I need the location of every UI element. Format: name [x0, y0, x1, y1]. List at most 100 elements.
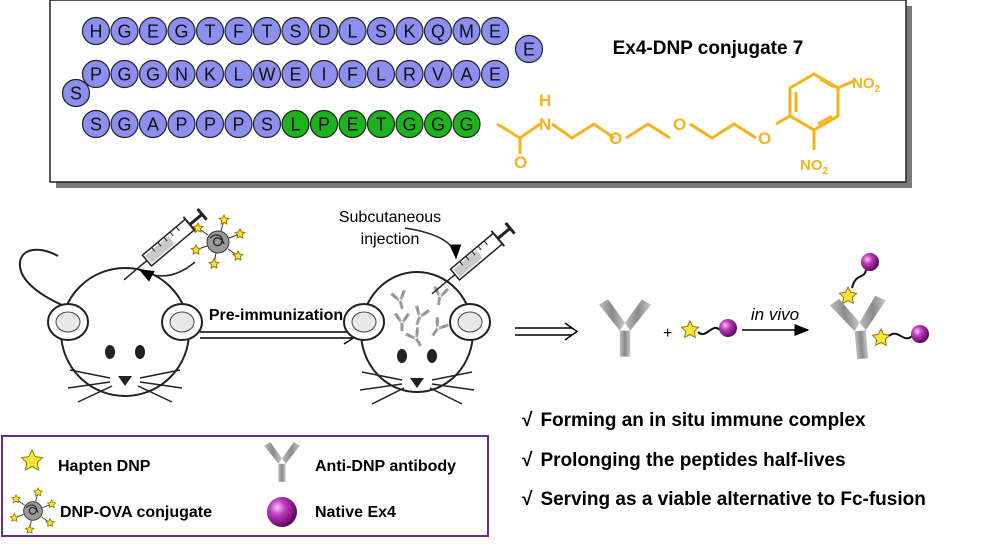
residue-letter: G [431, 115, 445, 135]
injection-label-line-2: injection [361, 231, 420, 248]
syringe-icon-2 [431, 221, 516, 295]
residue-bead: G [110, 59, 139, 89]
plus-sign: + [663, 325, 672, 342]
ether-oxygen-2: O [673, 115, 686, 134]
residue-letter: L [376, 65, 386, 85]
residue-letter: G [174, 22, 188, 42]
residue-letter: V [432, 65, 444, 85]
residue-letter: T [262, 22, 273, 42]
residue-letter: N [175, 65, 188, 85]
legend-label-native-ex4: Native Ex4 [315, 504, 396, 521]
residue-bead: L [224, 59, 253, 89]
residue-bead-turn: E [514, 34, 544, 64]
bullet-3: √Serving as a viable alternative to Fc-f… [522, 489, 926, 510]
residue-bead: D [309, 16, 339, 46]
antibody-icon-free [599, 299, 651, 357]
legend-label-dnp-ova: DNP-OVA conjugate [60, 504, 212, 521]
immune-complex-icon [829, 253, 929, 360]
amide-nitrogen: N [539, 115, 551, 134]
residue-letter: S [289, 22, 301, 42]
residue-bead: P [309, 109, 339, 139]
star-icon [20, 448, 44, 471]
residue-letter: G [146, 65, 160, 85]
residue-bead-turn: S [61, 78, 91, 108]
residue-bead: H [81, 16, 111, 46]
injection-arrow [404, 227, 462, 260]
dnp-linker-structure [496, 72, 857, 154]
residue-bead: G [452, 109, 481, 139]
ether-oxygen-1: O [609, 129, 622, 148]
residue-letter: G [402, 115, 416, 135]
legend-label-anti-dnp-antibody: Anti-DNP antibody [315, 458, 456, 475]
residue-bead: P [167, 109, 196, 139]
residue-bead: Q [423, 16, 453, 46]
residue-letter: S [261, 115, 273, 135]
residue-letter: L [347, 22, 357, 42]
residue-letter: E [346, 115, 358, 135]
residue-letter: A [147, 115, 159, 135]
residue-letter: G [117, 65, 131, 85]
legend-label-hapten-dnp: Hapten DNP [58, 458, 151, 475]
residue-bead: W [252, 59, 282, 89]
residue-bead: F [224, 16, 253, 46]
preimmunization-label: Pre-immunization [209, 307, 343, 324]
residue-letter: Q [431, 22, 445, 42]
residue-bead: N [167, 59, 196, 89]
residue-bead: V [423, 59, 453, 89]
residue-bead: G [110, 16, 139, 46]
residue-bead: A [138, 109, 168, 139]
residue-bead: S [281, 16, 310, 46]
bullet-2: √Prolonging the peptides half-lives [522, 450, 846, 471]
residue-letter: F [233, 22, 244, 42]
nitro-group-ortho: NO2 [800, 157, 829, 177]
ex4-sphere-icon [267, 497, 297, 527]
antibody-icon [264, 442, 300, 482]
residue-letter: H [90, 22, 103, 42]
residue-bead: M [452, 16, 481, 46]
residue-letter: G [117, 115, 131, 135]
residue-bead: E [281, 59, 310, 89]
residue-bead: G [167, 16, 196, 46]
residue-letter: E [147, 22, 159, 42]
residue-letter: T [376, 115, 387, 135]
residue-letter: R [403, 65, 416, 85]
residue-letter: D [318, 22, 331, 42]
residue-bead: E [480, 16, 510, 46]
residue-bead: T [366, 109, 396, 139]
residue-letter: M [459, 22, 474, 42]
residue-letter: S [90, 115, 102, 135]
residue-letter: I [321, 65, 326, 85]
dnp-ova-icon [9, 487, 57, 534]
residue-bead: E [480, 59, 510, 89]
residue-bead: P [195, 109, 225, 139]
residue-letter: E [289, 65, 301, 85]
residue-letter: P [175, 115, 187, 135]
invivo-label: in vivo [751, 305, 799, 324]
mouse-icon-immunized [343, 271, 491, 405]
residue-letter: G [459, 115, 473, 135]
residue-bead: T [195, 16, 225, 46]
residue-bead: P [81, 59, 111, 89]
residue-letter: T [205, 22, 216, 42]
residue-bead: K [395, 16, 424, 46]
amide-hydrogen: H [539, 91, 551, 110]
residue-bead: I [309, 59, 339, 89]
residue-letter: S [375, 22, 387, 42]
residue-letter: G [117, 22, 131, 42]
residue-letter: P [232, 115, 244, 135]
residue-bead: P [224, 109, 253, 139]
residue-letter: S [70, 84, 82, 104]
residue-bead: T [252, 16, 282, 46]
residue-letter: K [204, 65, 216, 85]
residue-letter: E [489, 65, 501, 85]
residue-bead: K [195, 59, 225, 89]
result-arrowhead [564, 322, 579, 341]
residue-bead: L [338, 16, 367, 46]
residue-letter: A [460, 65, 472, 85]
legend-box [1, 435, 489, 537]
residue-bead: L [366, 59, 396, 89]
residue-bead: S [81, 109, 111, 139]
